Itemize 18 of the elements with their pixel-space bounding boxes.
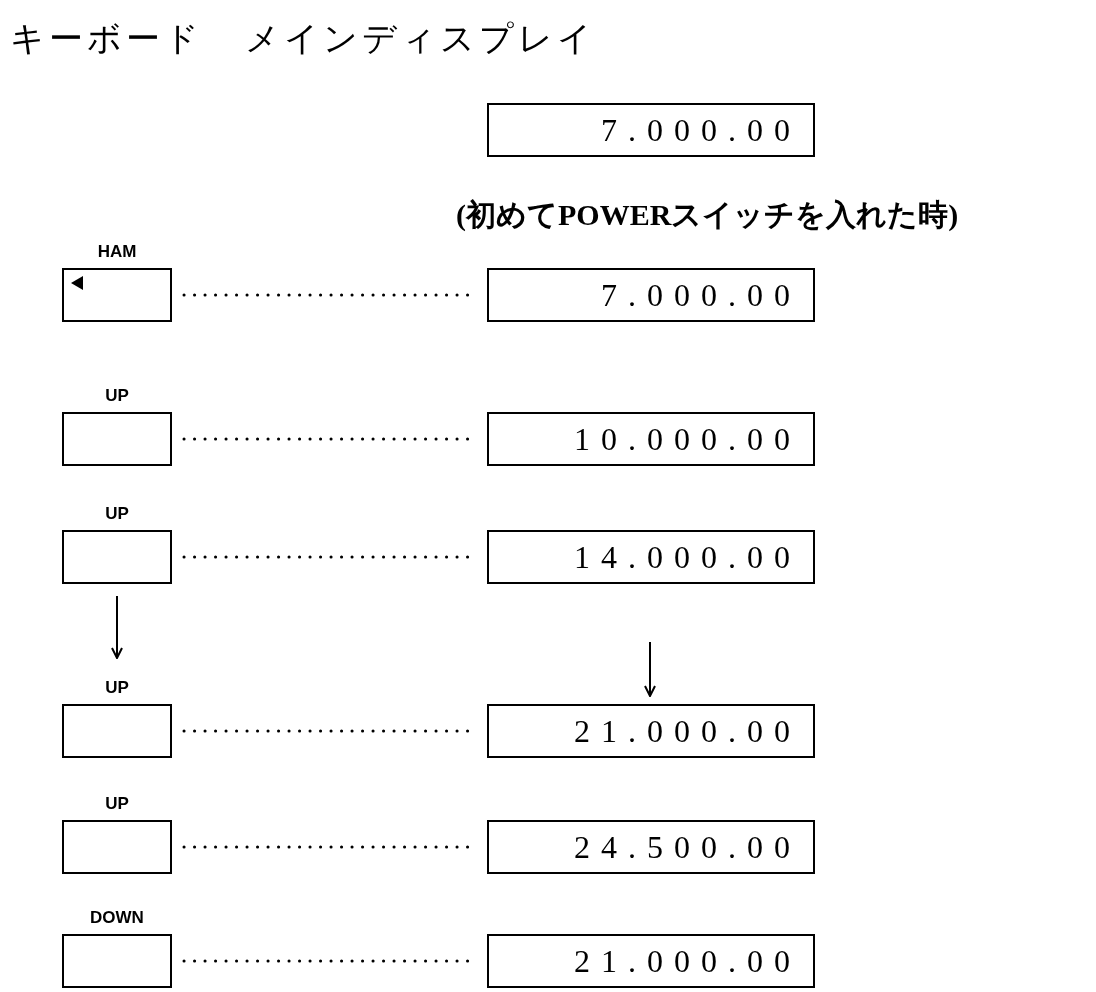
key-label: UP [104, 794, 130, 814]
caption-text: (初めてPOWERスイッチを入れた時) [456, 197, 959, 233]
display-box: 24.500.00 [487, 820, 815, 874]
arrow [644, 641, 656, 697]
column-heading: キーボード [10, 18, 203, 58]
key-label: UP [104, 386, 130, 406]
display-box: 7.000.00 [487, 103, 815, 157]
key-label: HAM [96, 242, 138, 262]
display-box: 21.000.00 [487, 704, 815, 758]
display-box: 10.000.00 [487, 412, 815, 466]
column-heading: メインディスプレイ [245, 18, 596, 58]
key-label: DOWN [89, 908, 145, 928]
display-box: 7.000.00 [487, 268, 815, 322]
arrow [111, 595, 123, 659]
display-box: 14.000.00 [487, 530, 815, 584]
key-label: UP [104, 504, 130, 524]
display-box: 21.000.00 [487, 934, 815, 988]
key-label: UP [104, 678, 130, 698]
